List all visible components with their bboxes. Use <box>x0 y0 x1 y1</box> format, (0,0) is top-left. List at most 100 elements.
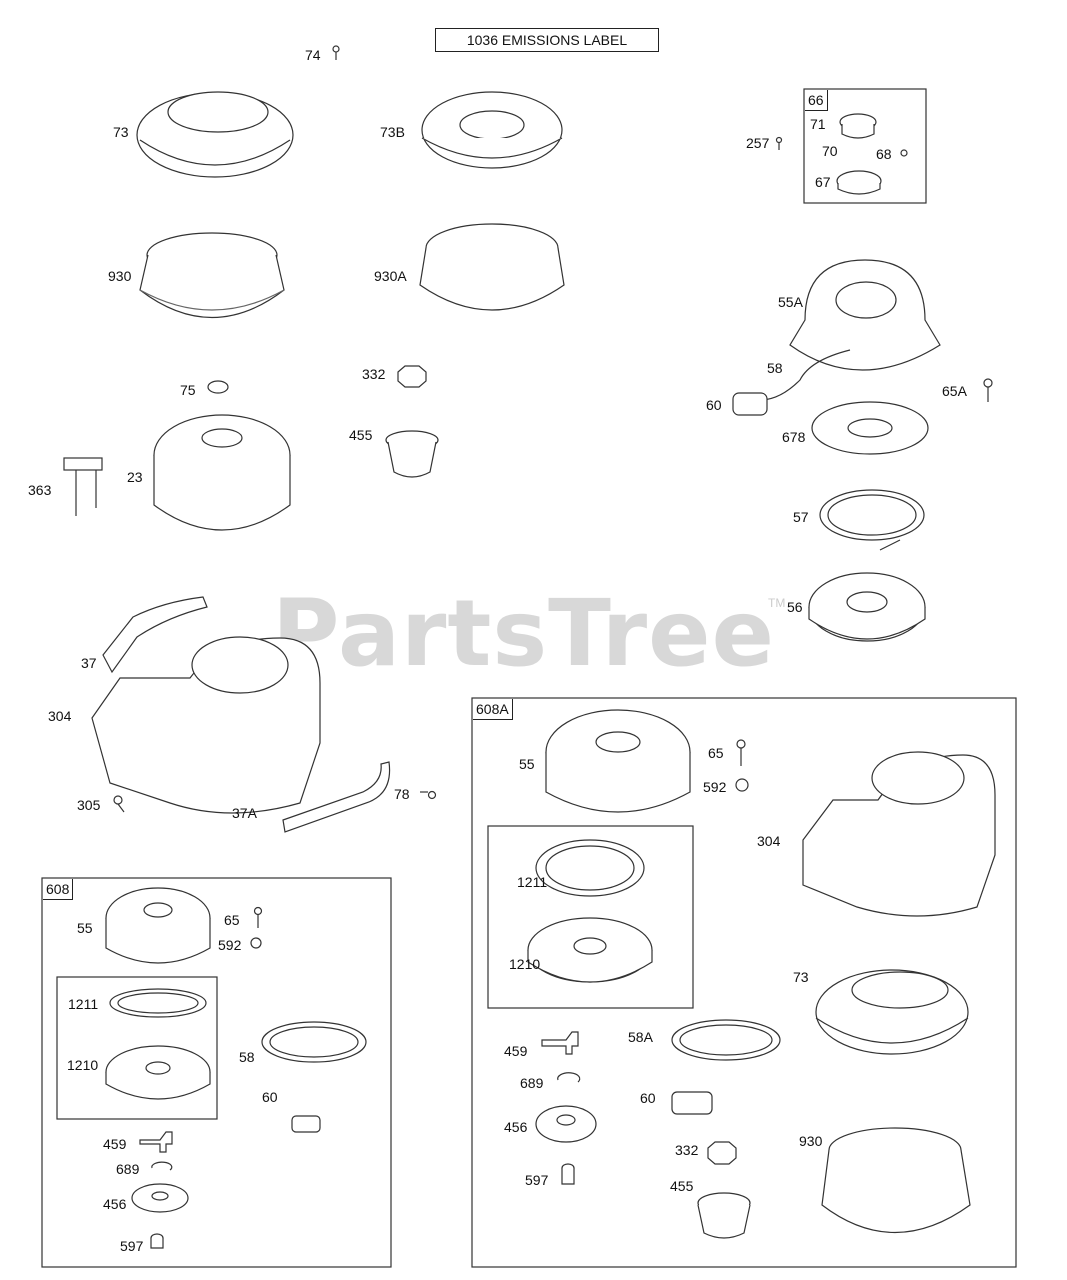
part-608a-456-retainer <box>535 1105 597 1143</box>
part-73b-cover <box>421 91 563 169</box>
part-608a-65-screw <box>736 739 746 766</box>
callout-608a-597: 597 <box>525 1172 549 1188</box>
box-608a-label: 608A <box>473 699 513 720</box>
callout-257: 257 <box>746 135 770 151</box>
callout-608a-689: 689 <box>520 1075 544 1091</box>
part-608-65-screw <box>253 906 263 928</box>
callout-608-58: 58 <box>239 1049 255 1065</box>
callout-608a-65: 65 <box>708 745 724 761</box>
callout-608a-459: 459 <box>504 1043 528 1059</box>
part-304-housing <box>91 636 321 814</box>
part-608-689-clip <box>151 1161 173 1171</box>
part-608a-459-pawl <box>541 1031 579 1055</box>
part-930-screen <box>139 232 285 318</box>
part-608a-55-starter <box>545 709 691 813</box>
part-608-592-nut <box>250 937 262 949</box>
callout-608-456: 456 <box>103 1196 127 1212</box>
box-608a-frame <box>471 697 1017 1268</box>
callout-608-60: 60 <box>262 1089 278 1105</box>
part-56-pulley <box>808 572 926 642</box>
part-60-handle <box>732 392 768 416</box>
callout-37: 37 <box>81 655 97 671</box>
callout-67: 67 <box>815 174 831 190</box>
callout-608a-930: 930 <box>799 1133 823 1149</box>
callout-332: 332 <box>362 366 386 382</box>
callout-608-55: 55 <box>77 920 93 936</box>
callout-23: 23 <box>127 469 143 485</box>
part-363-bracket <box>63 457 103 516</box>
callout-73b: 73B <box>380 124 405 140</box>
callout-56: 56 <box>787 599 803 615</box>
part-57-spring <box>819 489 925 551</box>
part-608a-58a-rope <box>671 1019 781 1061</box>
part-608-60-handle <box>291 1115 321 1133</box>
part-608a-455-cup <box>697 1192 751 1239</box>
part-608-597-screw <box>150 1233 164 1249</box>
emissions-label-box: 1036 EMISSIONS LABEL <box>435 28 659 52</box>
part-23-flywheel <box>153 414 291 531</box>
part-608-456-retainer <box>131 1183 189 1213</box>
part-608-55-starter <box>105 887 211 964</box>
part-78-screw <box>420 790 437 800</box>
callout-608a-1210: 1210 <box>509 956 541 972</box>
part-332-nut <box>397 365 427 388</box>
callout-608a-58a: 58A <box>628 1029 653 1045</box>
callout-608a-456: 456 <box>504 1119 528 1135</box>
part-608-459-pawl <box>139 1131 173 1153</box>
part-608a-597-screw <box>561 1163 575 1185</box>
callout-58: 58 <box>767 360 783 376</box>
callout-37a: 37A <box>232 805 257 821</box>
part-75-washer <box>207 380 229 394</box>
callout-608-592: 592 <box>218 937 242 953</box>
watermark-trademark: TM <box>768 596 786 610</box>
part-55a-starter <box>789 259 941 371</box>
part-65a-screw <box>983 378 993 402</box>
callout-608a-455: 455 <box>670 1178 694 1194</box>
part-68-ball <box>900 149 908 157</box>
callout-70: 70 <box>822 143 838 159</box>
callout-608a-304: 304 <box>757 833 781 849</box>
callout-608-597: 597 <box>120 1238 144 1254</box>
part-73-cover <box>136 91 294 178</box>
part-608-1211-spring <box>109 988 207 1018</box>
callout-608-65: 65 <box>224 912 240 928</box>
callout-73: 73 <box>113 124 129 140</box>
box-608-label: 608 <box>43 879 74 900</box>
part-74-screw <box>332 45 340 60</box>
part-608a-60-handle <box>671 1091 713 1115</box>
callout-75: 75 <box>180 382 196 398</box>
part-71-ratchet <box>839 113 877 139</box>
callout-608-1210: 1210 <box>67 1057 99 1073</box>
part-305-screw <box>113 795 125 813</box>
callout-608-1211: 1211 <box>68 996 99 1012</box>
part-608a-1211-spring <box>535 839 645 897</box>
part-455-cup <box>385 430 439 478</box>
callout-65a: 65A <box>942 383 967 399</box>
box-66-label: 66 <box>805 90 828 111</box>
callout-608a-55: 55 <box>519 756 535 772</box>
callout-74: 74 <box>305 47 321 63</box>
callout-608a-592: 592 <box>703 779 727 795</box>
part-37a-baffle <box>282 761 391 833</box>
callout-304: 304 <box>48 708 72 724</box>
callout-55a: 55A <box>778 294 803 310</box>
part-58-rope <box>759 349 851 401</box>
callout-678: 678 <box>782 429 806 445</box>
callout-455: 455 <box>349 427 373 443</box>
callout-930: 930 <box>108 268 132 284</box>
part-608a-1210-pulley <box>527 917 653 983</box>
part-608a-332-nut <box>707 1141 737 1165</box>
watermark-text: PartsTree <box>272 580 775 687</box>
callout-608-459: 459 <box>103 1136 127 1152</box>
callout-57: 57 <box>793 509 809 525</box>
part-608a-592-nut <box>735 778 749 792</box>
callout-305: 305 <box>77 797 101 813</box>
callout-68: 68 <box>876 146 892 162</box>
callout-608a-73: 73 <box>793 969 809 985</box>
part-608a-304-housing <box>802 751 996 917</box>
callout-78: 78 <box>394 786 410 802</box>
part-257-screw <box>775 136 783 150</box>
part-67-pawl <box>836 170 882 195</box>
box-608-frame <box>41 877 392 1268</box>
callout-608a-60: 60 <box>640 1090 656 1106</box>
